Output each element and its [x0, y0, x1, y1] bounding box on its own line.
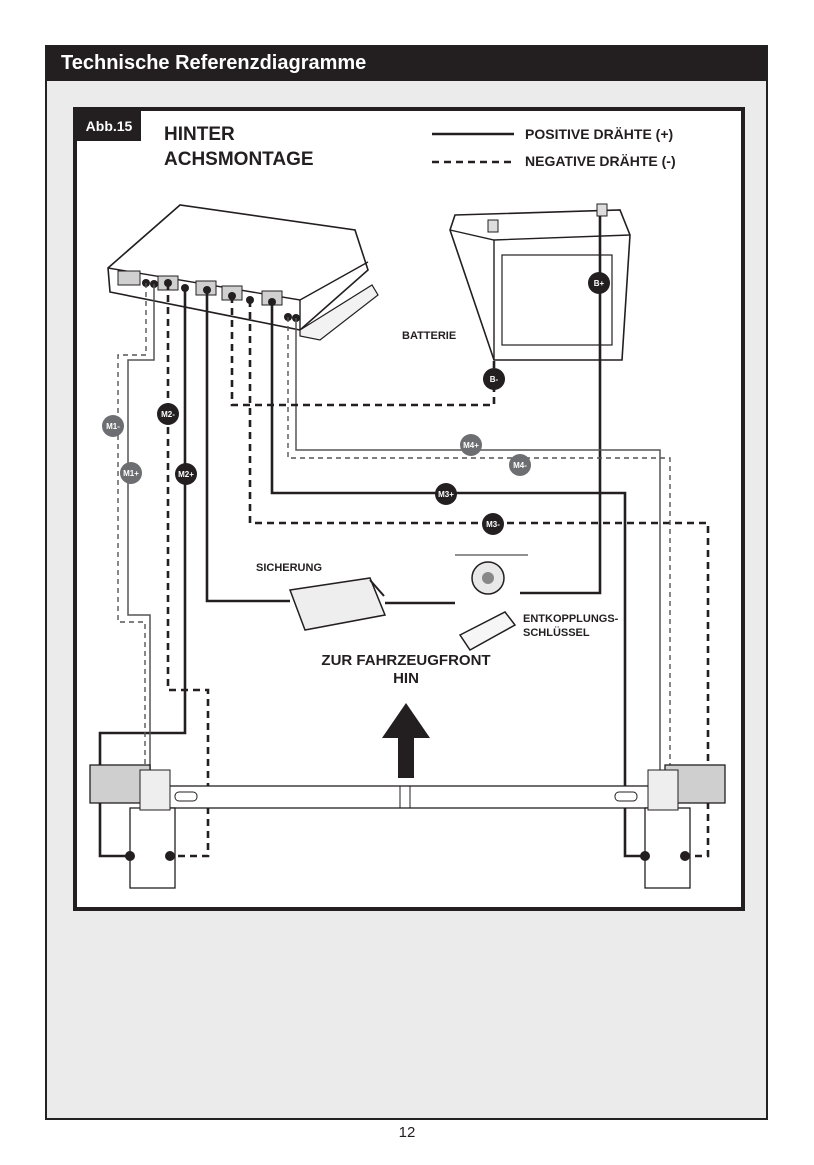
- badge-m1-plus: M1+: [120, 462, 142, 484]
- key-label-line1: ENTKOPPLUNGS-: [523, 613, 618, 625]
- badge-m4-minus: M4-: [509, 454, 531, 476]
- svg-text:M1+: M1+: [123, 469, 139, 478]
- svg-text:B-: B-: [490, 375, 499, 384]
- key-label-line2: SCHLÜSSEL: [523, 627, 590, 639]
- figure-title-line2: ACHSMONTAGE: [164, 149, 314, 171]
- svg-text:M3+: M3+: [438, 490, 454, 499]
- direction-label-line1: ZUR FAHRZEUGFRONT: [306, 652, 506, 669]
- negative-wires: [168, 283, 708, 856]
- badge-m3-plus: M3+: [435, 483, 457, 505]
- badge-b-plus: B+: [588, 272, 610, 294]
- page-number: 12: [0, 1124, 814, 1141]
- svg-text:M3-: M3-: [486, 520, 500, 529]
- control-box-icon: [108, 205, 378, 340]
- badge-m2-minus: M2-: [157, 403, 179, 425]
- battery-label: BATTERIE: [402, 330, 456, 342]
- svg-text:B+: B+: [594, 279, 605, 288]
- direction-label-line2: HIN: [306, 670, 506, 687]
- svg-text:M2+: M2+: [178, 470, 194, 479]
- fuse-icon: [290, 578, 385, 630]
- svg-text:M1-: M1-: [106, 422, 120, 431]
- badge-m3-minus: M3-: [482, 513, 504, 535]
- legend-negative-label: NEGATIVE DRÄHTE (-): [525, 153, 676, 169]
- badge-m2-plus: M2+: [175, 463, 197, 485]
- release-key-icon: [455, 555, 528, 650]
- direction-arrow-icon: [382, 703, 430, 778]
- left-motor-icon: [90, 765, 175, 888]
- fuse-label: SICHERUNG: [256, 562, 322, 574]
- svg-text:M2-: M2-: [161, 410, 175, 419]
- svg-text:M4-: M4-: [513, 461, 527, 470]
- badge-m1-minus: M1-: [102, 415, 124, 437]
- figure-title-line1: HINTER: [164, 124, 235, 146]
- badge-b-minus: B-: [483, 368, 505, 390]
- legend-positive-label: POSITIVE DRÄHTE (+): [525, 126, 673, 142]
- svg-text:M4+: M4+: [463, 441, 479, 450]
- badge-m4-plus: M4+: [460, 434, 482, 456]
- right-motor-icon: [640, 765, 725, 888]
- axle-icon: [165, 786, 655, 808]
